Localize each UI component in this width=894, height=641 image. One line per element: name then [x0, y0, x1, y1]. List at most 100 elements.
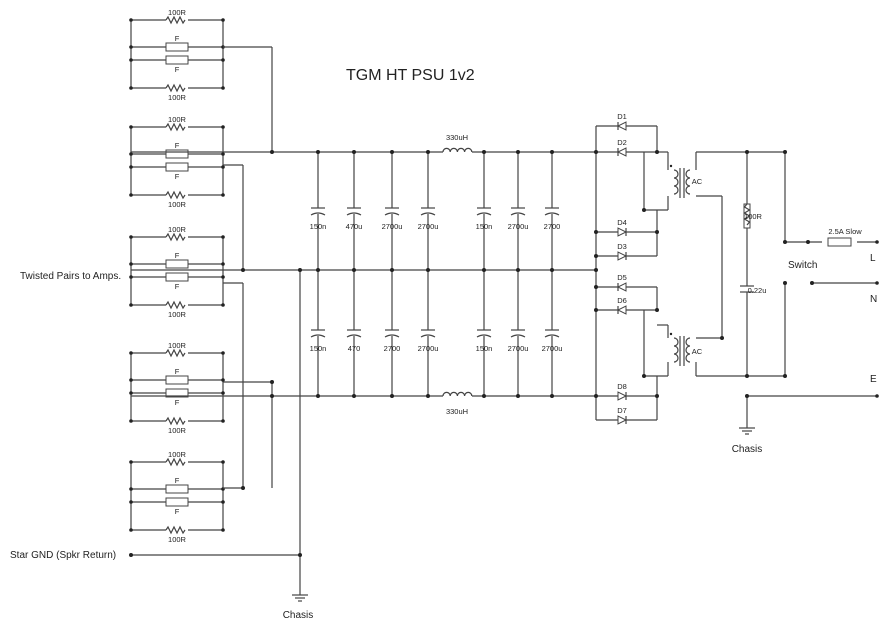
diode-label: D2: [617, 138, 627, 147]
rectifier-section: [595, 125, 877, 421]
resistor-100r: [165, 190, 186, 200]
diode-d4: D4: [617, 218, 628, 237]
junction-dot: [594, 254, 598, 258]
junction-dot: [298, 553, 302, 557]
diode-label: D7: [617, 406, 627, 415]
junction-dot: [316, 394, 320, 398]
fuse-label: F: [175, 367, 180, 376]
resistor-100r: [165, 416, 186, 426]
junction-dot: [783, 374, 787, 378]
star-gnd-label: Star GND (Spkr Return): [10, 550, 116, 561]
diode-d8: D8: [617, 382, 628, 401]
cap-top-4: 2700u: [418, 152, 439, 270]
diode-d7: D7: [617, 406, 628, 425]
resistor-100r: [165, 15, 186, 25]
junction-dot: [594, 268, 598, 272]
junction-dot: [516, 268, 520, 272]
fuse: [165, 149, 189, 159]
cap-top-1: 150n: [310, 152, 326, 270]
junction-dot: [270, 150, 274, 154]
diode-label: D5: [617, 273, 627, 282]
cap-bot-5: 150n: [476, 270, 492, 396]
resistor-label: 100R: [168, 450, 187, 459]
cap-label: 150n: [310, 344, 327, 353]
cap-label: 470u: [346, 222, 363, 231]
fuse: [165, 42, 189, 52]
junction-dots: [129, 150, 787, 557]
diode-label: D6: [617, 296, 627, 305]
fuse-label: F: [175, 34, 180, 43]
junction-dot: [745, 394, 749, 398]
chasis-label-left: Chasis: [283, 610, 314, 621]
junction-dot: [270, 394, 274, 398]
diode-label: D1: [617, 112, 627, 121]
fuse: [165, 55, 189, 65]
cap-top-7: 2700: [544, 152, 560, 270]
cap-top-5: 150n: [476, 152, 493, 270]
junction-dot: [550, 150, 554, 154]
ground-symbol-right: [739, 420, 755, 435]
junction-dot: [550, 268, 554, 272]
resistor-100r: [165, 83, 186, 93]
resistor-label: 100R: [168, 426, 187, 435]
resistor-100r: [165, 348, 186, 358]
resistor-100r: [165, 525, 186, 535]
cap-top-6: 2700u: [508, 152, 529, 270]
terminal-N: N: [870, 294, 877, 305]
cap-label: 2700u: [418, 344, 439, 353]
switch-label: Switch: [788, 260, 817, 271]
cap-label: 2700: [384, 344, 401, 353]
junction-dot: [482, 268, 486, 272]
junction-dot: [426, 268, 430, 272]
junction-dot: [783, 150, 787, 154]
diode-d1: D1: [616, 112, 627, 131]
diode-label: D3: [617, 242, 627, 251]
fuse-label: F: [175, 282, 180, 291]
snubber-cap-label: 0.22u: [748, 286, 767, 295]
diode-d5: D5: [616, 273, 627, 292]
terminal-E: E: [870, 374, 877, 385]
resistor-label: 100R: [168, 93, 187, 102]
junction-dot: [316, 268, 320, 272]
junction-dot: [390, 394, 394, 398]
cap-label: 2700u: [418, 222, 439, 231]
cap-label: 470: [348, 344, 361, 353]
cap-bot-2: 470: [346, 270, 362, 396]
fuse-label: F: [175, 65, 180, 74]
fuse: [165, 497, 189, 507]
junction-dot: [642, 374, 646, 378]
junction-dot: [516, 150, 520, 154]
junction-dot: [655, 150, 659, 154]
fuse: [165, 259, 189, 269]
junction-dot: [594, 150, 598, 154]
junction-dot: [594, 308, 598, 312]
cap-bot-3: 2700: [384, 270, 401, 396]
mains-fuse: [827, 237, 852, 247]
resistor-100r: [165, 232, 186, 242]
snubber-resistor-label: 100R: [744, 212, 763, 221]
cap-label: 150n: [476, 222, 493, 231]
junction-dot: [270, 380, 274, 384]
fuse: [165, 272, 189, 282]
diode-d6: D6: [616, 296, 627, 315]
cap-bot-6: 2700u: [508, 270, 528, 396]
fuse-label: F: [175, 172, 180, 181]
junction-dot: [241, 268, 245, 272]
resistor-100r: [165, 300, 186, 310]
chasis-label-right: Chasis: [732, 444, 763, 455]
cap-label: 2700u: [508, 222, 529, 231]
fuse: [165, 484, 189, 494]
inductor-bottom-label: 330uH: [446, 407, 468, 416]
junction-dot: [390, 268, 394, 272]
junction-dot: [745, 150, 749, 154]
junction-dot: [352, 150, 356, 154]
diode-d3: D3: [617, 242, 628, 261]
bus-wiring: [131, 46, 596, 585]
fuse: [165, 375, 189, 385]
resistor-100r: [165, 457, 186, 467]
cap-label: 2700u: [542, 344, 563, 353]
capacitor-bank: 150n 150n 470u 470 2700u 2700 2700u 2700u 150n 15…: [310, 152, 563, 396]
